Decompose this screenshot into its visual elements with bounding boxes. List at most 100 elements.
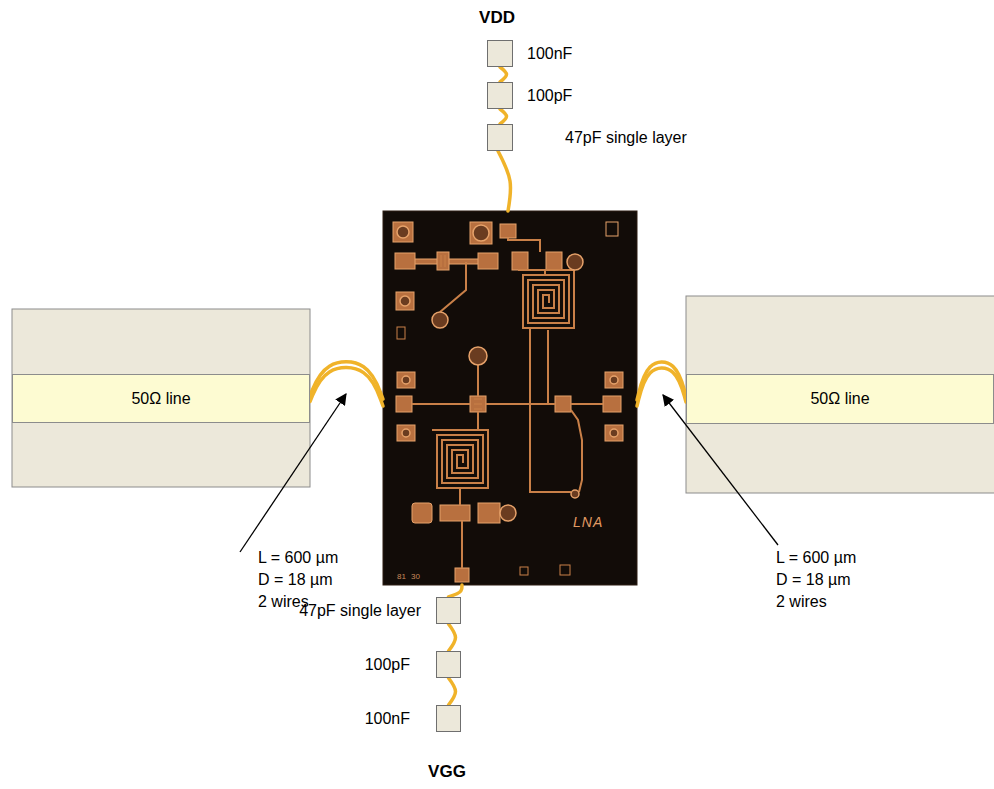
mmic-die-photo [393,222,623,582]
mmic-die-photo [469,347,487,365]
mmic-die-photo [571,410,582,492]
capacitor-label: 100nF [527,45,572,63]
capacitor-chip: 47pF single layer [436,597,461,624]
mmic-die-photo [555,396,571,412]
mmic-die-photo [402,376,410,384]
wire-spec: D = 18 µm [258,571,333,589]
capacitor-label: 47pF single layer [299,602,421,620]
mmic-die-photo [397,255,570,575]
mmic-die-photo [470,222,492,244]
mmic-die-photo [500,505,516,521]
bond-wire [500,109,507,124]
bond-wire [449,678,456,705]
wire-spec: L = 600 µm [776,549,856,567]
mmic-die-photo [412,403,470,405]
mmic-die-photo [396,292,414,310]
mmic-die-photo [530,328,571,492]
mmic-die-photo [606,222,618,236]
mmic-die-photo [441,255,442,267]
mmic-die-photo [605,372,623,388]
mmic-die-photo [432,312,448,328]
mmic-die-photo [397,372,415,388]
line-label: 50Ω line [131,390,190,408]
capacitor-label: 47pF single layer [565,129,687,147]
wire-spec: L = 600 µm [258,549,338,567]
die-marking: 81 [397,572,406,581]
mmic-die-photo [571,403,603,405]
mmic-die-photo [474,399,482,400]
bond-wire [498,151,510,211]
mmic-die: LNA [383,211,637,585]
mmic-die-photo [400,296,410,306]
mmic-die-photo [560,565,570,575]
substrate [686,296,994,493]
supply-label: VDD [479,9,515,27]
capacitor-chip: 100pF [436,651,461,678]
mmic-die-photo [474,409,482,410]
bond-wire [449,585,463,597]
wire-spec: 2 wires [776,593,827,611]
capacitor-label: 100nF [365,710,410,728]
mmic-die-photo [397,226,409,238]
bond-wire [310,368,383,406]
mmic-die-photo [605,425,623,441]
wire-spec: 2 wires [258,593,309,611]
mmic-die-photo [478,503,500,523]
mmic-die-photo [571,490,579,498]
bond-wire [637,368,686,406]
mmic-die-photo [383,211,637,585]
mmic-die-photo [486,403,555,405]
mmic-die-photo [445,255,446,267]
mmic-die-photo [546,252,562,270]
mmic-die-photo [474,404,482,405]
mmic-die-photo [402,429,410,437]
transmission-line: 50Ω line [12,374,310,423]
mmic-die-photo [478,253,498,269]
mmic-die-photo [610,376,618,384]
capacitor-chip: 100nF [487,40,513,67]
mmic-die-photo [567,254,583,270]
mmic-die-photo [477,412,479,430]
mmic-die-photo [473,225,489,241]
mmic-die-photo [508,238,540,252]
mmic-die-photo [610,429,618,437]
mmic-die-photo [412,503,432,523]
mmic-die-photo [383,211,637,585]
bond-wire [449,624,456,651]
mmic-die-photo [500,224,516,238]
mmic-die-photo [432,430,488,488]
mmic-die-photo [461,521,463,568]
mmic-die-photo [547,330,549,404]
capacitor-chip: 100nF [436,705,461,732]
supply-label: VGG [428,763,466,781]
line-label: 50Ω line [810,390,869,408]
mmic-die-photo [437,252,449,270]
die-marking: 30 [411,572,420,581]
transmission-line: 50Ω line [686,374,994,424]
mmic-die-photo [440,505,470,521]
substrate [12,309,310,487]
mmic-die-photo [412,238,603,568]
mmic-die-photo [512,252,528,270]
bond-wire [500,67,507,82]
mmic-die-photo [520,567,528,575]
mmic-die-photo [397,425,415,441]
mmic-die-photo [455,568,469,582]
capacitor-chip: 100pF [487,82,513,109]
mmic-die-photo [393,222,413,242]
capacitor-label: 100pF [365,656,410,674]
mmic-die-photo [397,225,618,521]
mmic-die-photo [396,396,412,412]
mmic-die-photo [440,262,466,312]
capacitor-label: 100pF [527,87,572,105]
mmic-die-photo [603,396,621,412]
mmic-die-photo [518,270,574,328]
capacitor-chip: 47pF single layer [487,124,513,151]
mmic-die-photo [459,488,461,505]
mmic-die-photo [470,396,486,412]
mmic-die-photo [395,253,415,269]
die-marking: LNA [573,513,603,531]
mmic-die-photo [397,327,405,339]
mmic-die-photo [477,365,479,396]
wire-spec: D = 18 µm [776,571,851,589]
